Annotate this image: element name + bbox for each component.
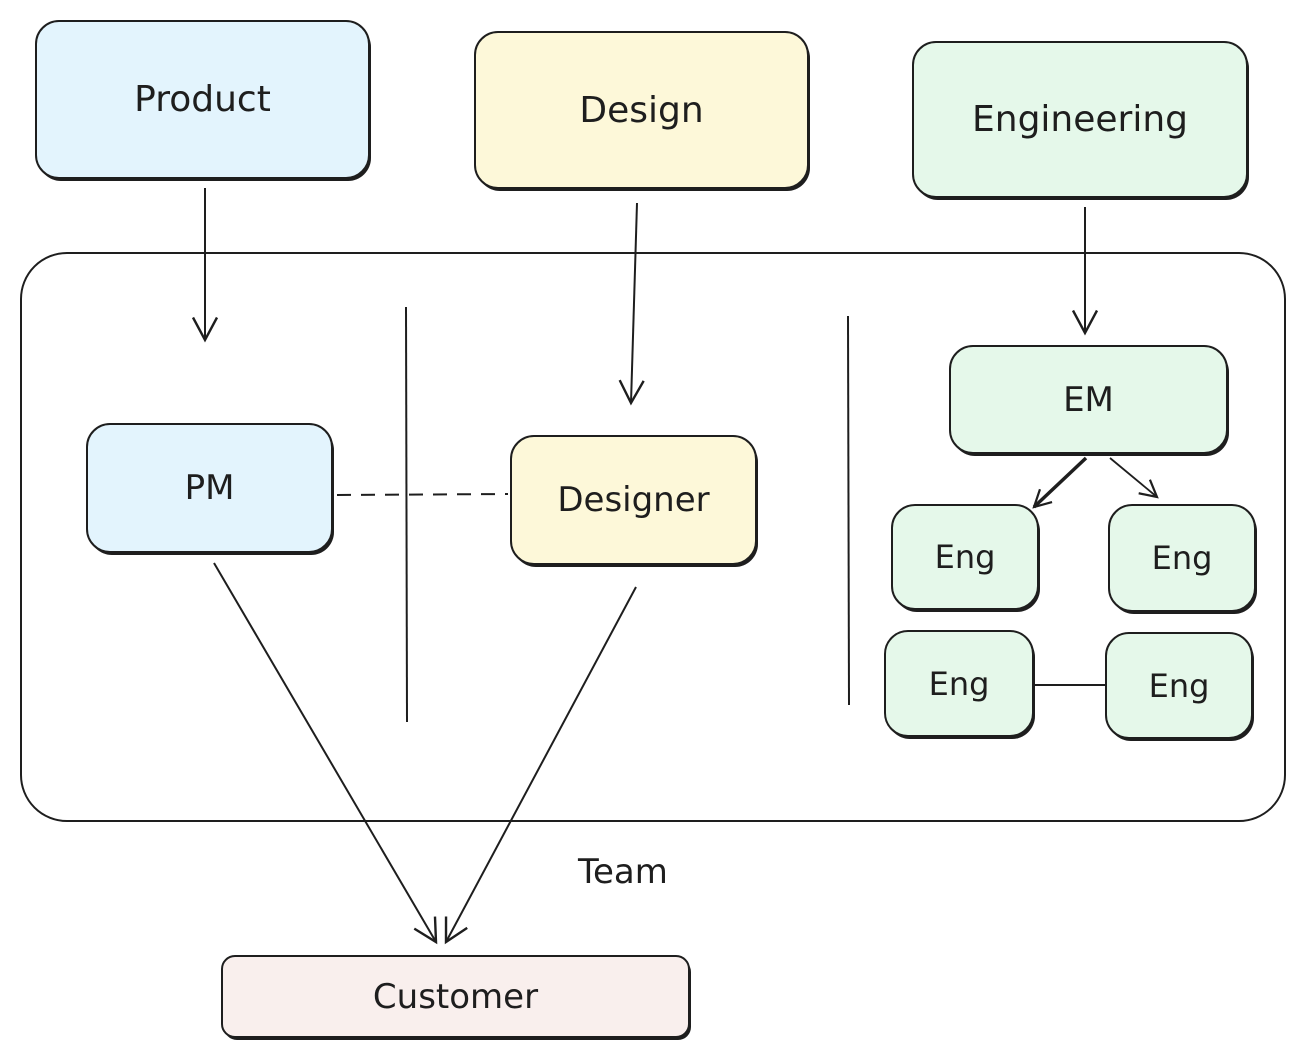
node-customer-label: Customer — [372, 976, 539, 1017]
node-designer-label: Designer — [557, 480, 710, 520]
node-eng-1-label: Eng — [934, 538, 996, 576]
node-designer: Designer — [510, 435, 757, 565]
divider-right — [847, 315, 850, 706]
node-eng-3-label: Eng — [928, 664, 990, 703]
node-eng-4-label: Eng — [1148, 666, 1210, 705]
node-customer: Customer — [221, 955, 690, 1038]
arrow-designer-to-customer — [444, 586, 637, 945]
node-em: EM — [949, 345, 1228, 454]
node-eng-2: Eng — [1108, 504, 1256, 612]
node-design-label: Design — [579, 89, 704, 131]
node-engineering: Engineering — [912, 41, 1248, 198]
node-pm-label: PM — [184, 468, 235, 508]
node-eng-4: Eng — [1105, 632, 1253, 739]
node-eng-2-label: Eng — [1151, 539, 1213, 577]
node-em-label: EM — [1063, 379, 1114, 420]
divider-left — [405, 306, 408, 723]
arrow-design-to-designer — [618, 202, 645, 406]
team-label: Team — [578, 852, 668, 892]
node-pm: PM — [86, 423, 333, 553]
team-container — [20, 252, 1286, 822]
node-product: Product — [35, 20, 370, 179]
node-eng-3: Eng — [884, 630, 1034, 737]
node-engineering-label: Engineering — [972, 99, 1188, 140]
arrow-em-to-eng-1 — [1032, 456, 1088, 509]
node-product-label: Product — [134, 79, 271, 120]
arrow-pm-to-customer — [213, 562, 438, 945]
arrow-em-to-eng-2 — [1109, 457, 1159, 499]
node-eng-1: Eng — [891, 504, 1039, 610]
link-pm-designer — [336, 493, 509, 496]
node-design: Design — [474, 31, 809, 189]
